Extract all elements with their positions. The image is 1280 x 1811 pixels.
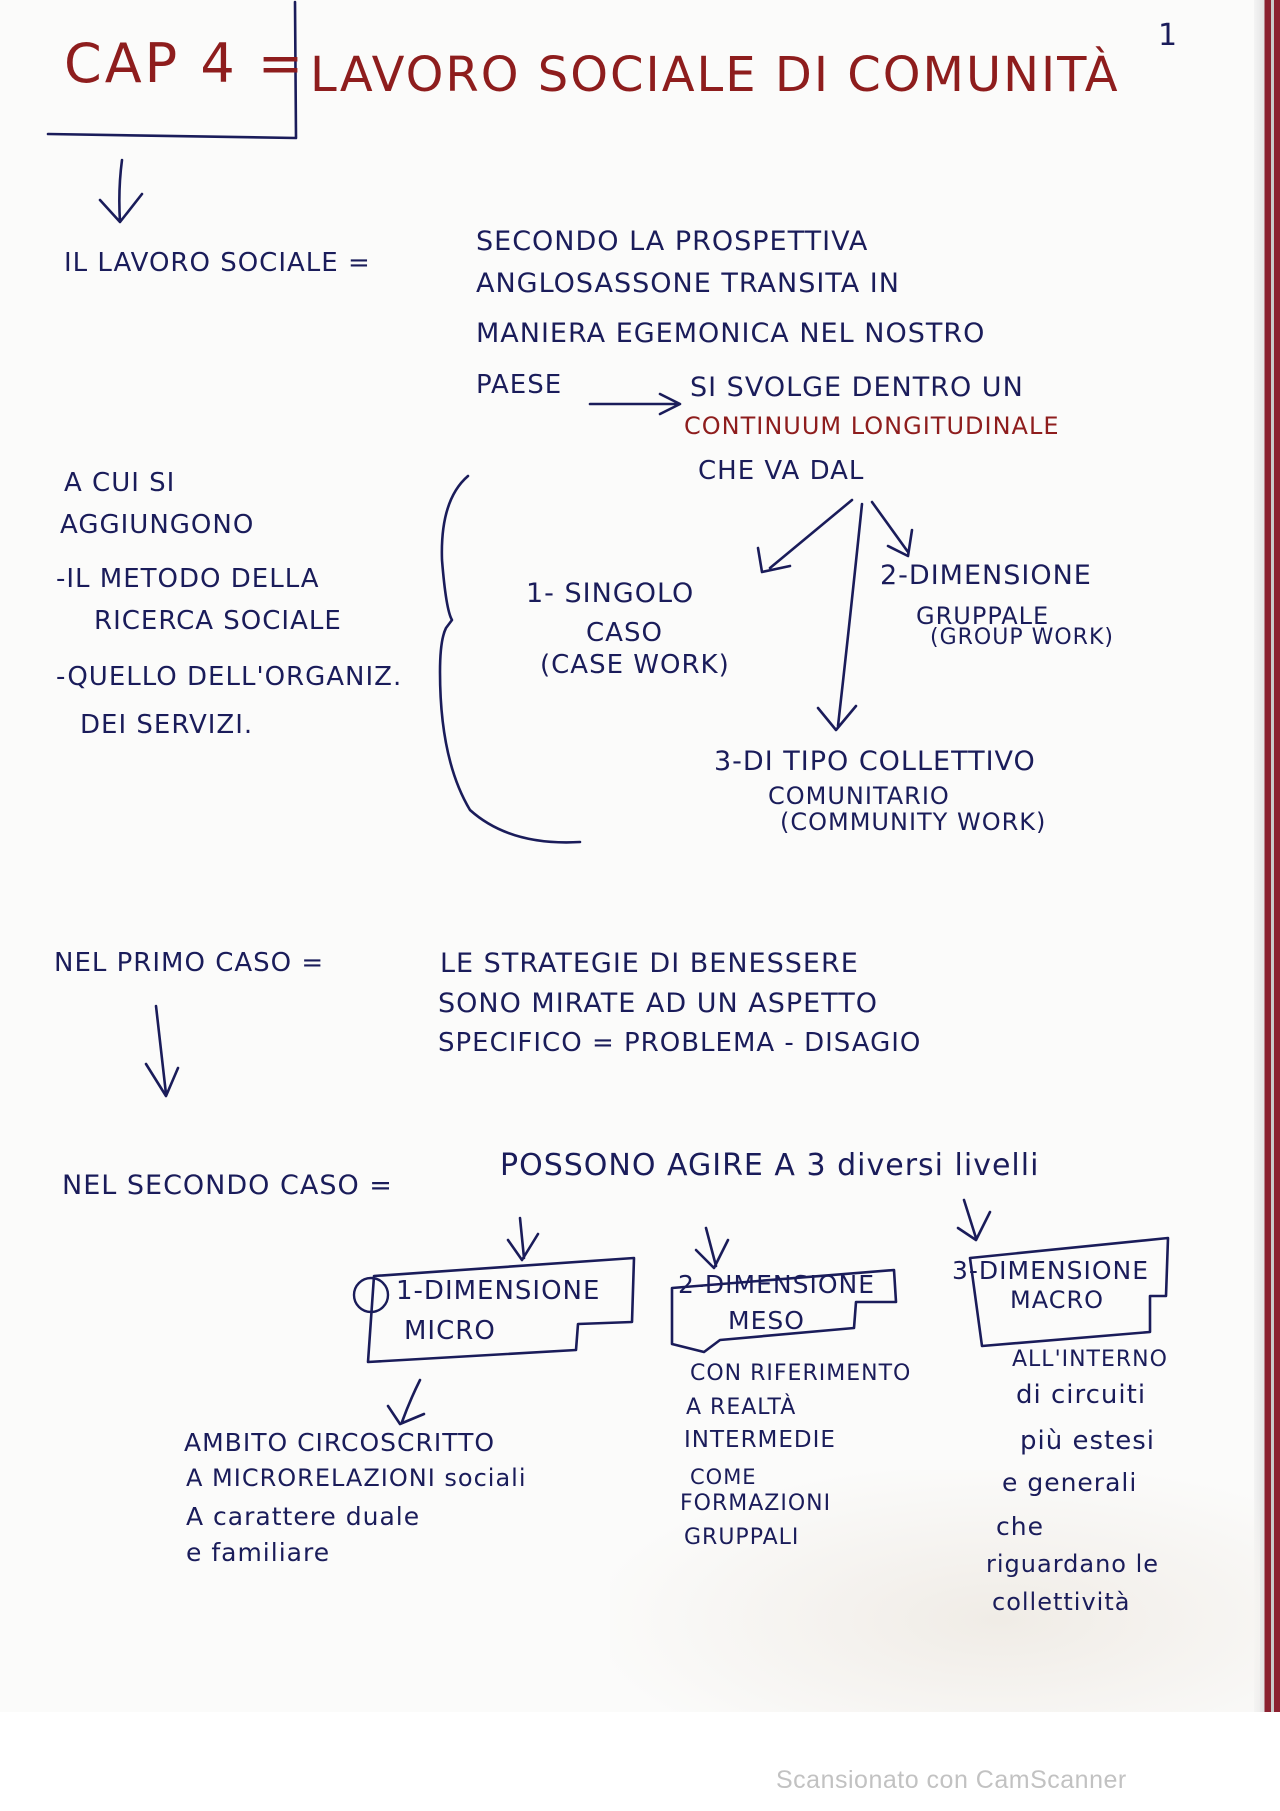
- box-micro-title: 1-DIMENSIONE: [396, 1276, 601, 1306]
- right-down-arrow-icon: [870, 500, 914, 558]
- additions-line: -QUELLO DELL'ORGANIZ.: [56, 662, 403, 692]
- continuum-text: CONTINUUM LONGITUDINALE: [684, 412, 1060, 440]
- box-macro-label: MACRO: [1010, 1286, 1105, 1314]
- meso-desc-line: A REALTÀ: [686, 1395, 797, 1420]
- circle-marker: [352, 1276, 390, 1314]
- page-title: LAVORO SOCIALE DI COMUNITÀ: [310, 47, 1120, 103]
- meso-desc-line: CON RIFERIMENTO: [690, 1361, 912, 1386]
- meso-desc-line: INTERMEDIE: [684, 1427, 836, 1453]
- macro-desc-line: collettività: [992, 1588, 1131, 1616]
- micro-desc-line: AMBITO CIRCOSCRITTO: [184, 1428, 496, 1457]
- definition-arrow-text: SI SVOLGE DENTRO UN: [690, 372, 1024, 403]
- down-arrow-icon: [98, 158, 144, 224]
- macro-desc-line: più estesi: [1020, 1426, 1155, 1456]
- meso-desc-line: GRUPPALI: [684, 1525, 800, 1550]
- curly-brace: [438, 474, 582, 844]
- definition-line: PAESE: [476, 370, 563, 400]
- box3-arrow-icon: [956, 1198, 992, 1242]
- definition-line: MANIERA EGEMONICA NEL NOSTRO: [476, 318, 986, 349]
- box1-arrow-icon: [506, 1216, 540, 1262]
- micro-desc-line: A carattere duale: [186, 1502, 421, 1531]
- box-micro: [366, 1256, 636, 1364]
- dimension-3-line: COMUNITARIO: [768, 782, 950, 810]
- down-center-arrow-icon: [816, 502, 864, 732]
- box-macro-title: 3-DIMENSIONE: [952, 1256, 1150, 1285]
- shadow-blur: [610, 1470, 1260, 1720]
- dimension-3-title: 3-DI TIPO COLLETTIVO: [714, 746, 1036, 777]
- right-arrow-icon: [588, 392, 682, 416]
- dimension-1-title: 1- SINGOLO: [526, 578, 695, 609]
- macro-desc-line: ALL'INTERNO: [1012, 1347, 1168, 1372]
- macro-desc-line: di circuiti: [1016, 1380, 1147, 1410]
- definition-line: ANGLOSASSONE TRANSITA IN: [476, 268, 900, 299]
- box-meso-title: 2-DIMENSIONE: [678, 1270, 876, 1299]
- dimension-1-line: CASO: [586, 618, 663, 648]
- secondo-caso-text: POSSONO AGIRE A 3 diversi livelli: [500, 1148, 1040, 1183]
- left-down-arrow-icon: [756, 498, 854, 574]
- definition-line: SECONDO LA PROSPETTIVA: [476, 226, 869, 257]
- micro-desc-line: e familiare: [186, 1538, 331, 1567]
- dimension-3-line: (COMMUNITY WORK): [780, 808, 1047, 836]
- dimension-2-line: (GROUP WORK): [930, 625, 1114, 650]
- box-meso-label: MESO: [728, 1306, 805, 1335]
- additions-line: DEI SERVIZI.: [80, 710, 254, 740]
- macro-desc-line: e generali: [1002, 1468, 1138, 1497]
- dimension-2-title: 2-DIMENSIONE: [880, 560, 1092, 591]
- box2-arrow-icon: [694, 1226, 730, 1270]
- primo-caso-label: NEL PRIMO CASO =: [54, 948, 325, 978]
- dimension-1-line: (CASE WORK): [540, 650, 730, 680]
- primo-caso-line: LE STRATEGIE DI BENESSERE: [440, 948, 859, 979]
- page-number: 1: [1158, 18, 1179, 53]
- meso-desc-line: FORMAZIONI: [680, 1491, 832, 1516]
- additions-line: AGGIUNGONO: [60, 510, 255, 540]
- down-arrow-icon-2: [144, 1004, 180, 1098]
- macro-desc-line: riguardano le: [986, 1550, 1160, 1578]
- box-macro: [968, 1236, 1170, 1348]
- notebook-edge: [1254, 0, 1280, 1720]
- title-box: [46, 0, 298, 140]
- additions-line: A CUI SI: [64, 468, 176, 498]
- primo-caso-line: SONO MIRATE AD UN ASPETTO: [438, 988, 878, 1019]
- box-micro-label: MICRO: [404, 1316, 496, 1346]
- macro-desc-line: che: [996, 1512, 1044, 1541]
- definition-subject: IL LAVORO SOCIALE =: [64, 248, 371, 278]
- micro-desc-line: A MICRORELAZIONI sociali: [186, 1464, 527, 1492]
- meso-desc-line: COME: [690, 1465, 757, 1489]
- secondo-caso-label: NEL SECONDO CASO =: [62, 1170, 393, 1201]
- chapter-label: CAP 4 =: [64, 32, 307, 95]
- definition-after-red: CHE VA DAL: [698, 456, 865, 486]
- primo-caso-line: SPECIFICO = PROBLEMA - DISAGIO: [438, 1028, 922, 1058]
- camscanner-watermark: Scansionato con CamScanner: [776, 1766, 1127, 1794]
- additions-line: -IL METODO DELLA: [56, 564, 320, 594]
- dimension-2-line: GRUPPALE: [916, 602, 1050, 630]
- box1-down-arrow-icon: [386, 1378, 426, 1426]
- box-meso: [670, 1268, 898, 1354]
- scan-footer: [0, 1712, 1280, 1811]
- additions-line: RICERCA SOCIALE: [94, 606, 342, 636]
